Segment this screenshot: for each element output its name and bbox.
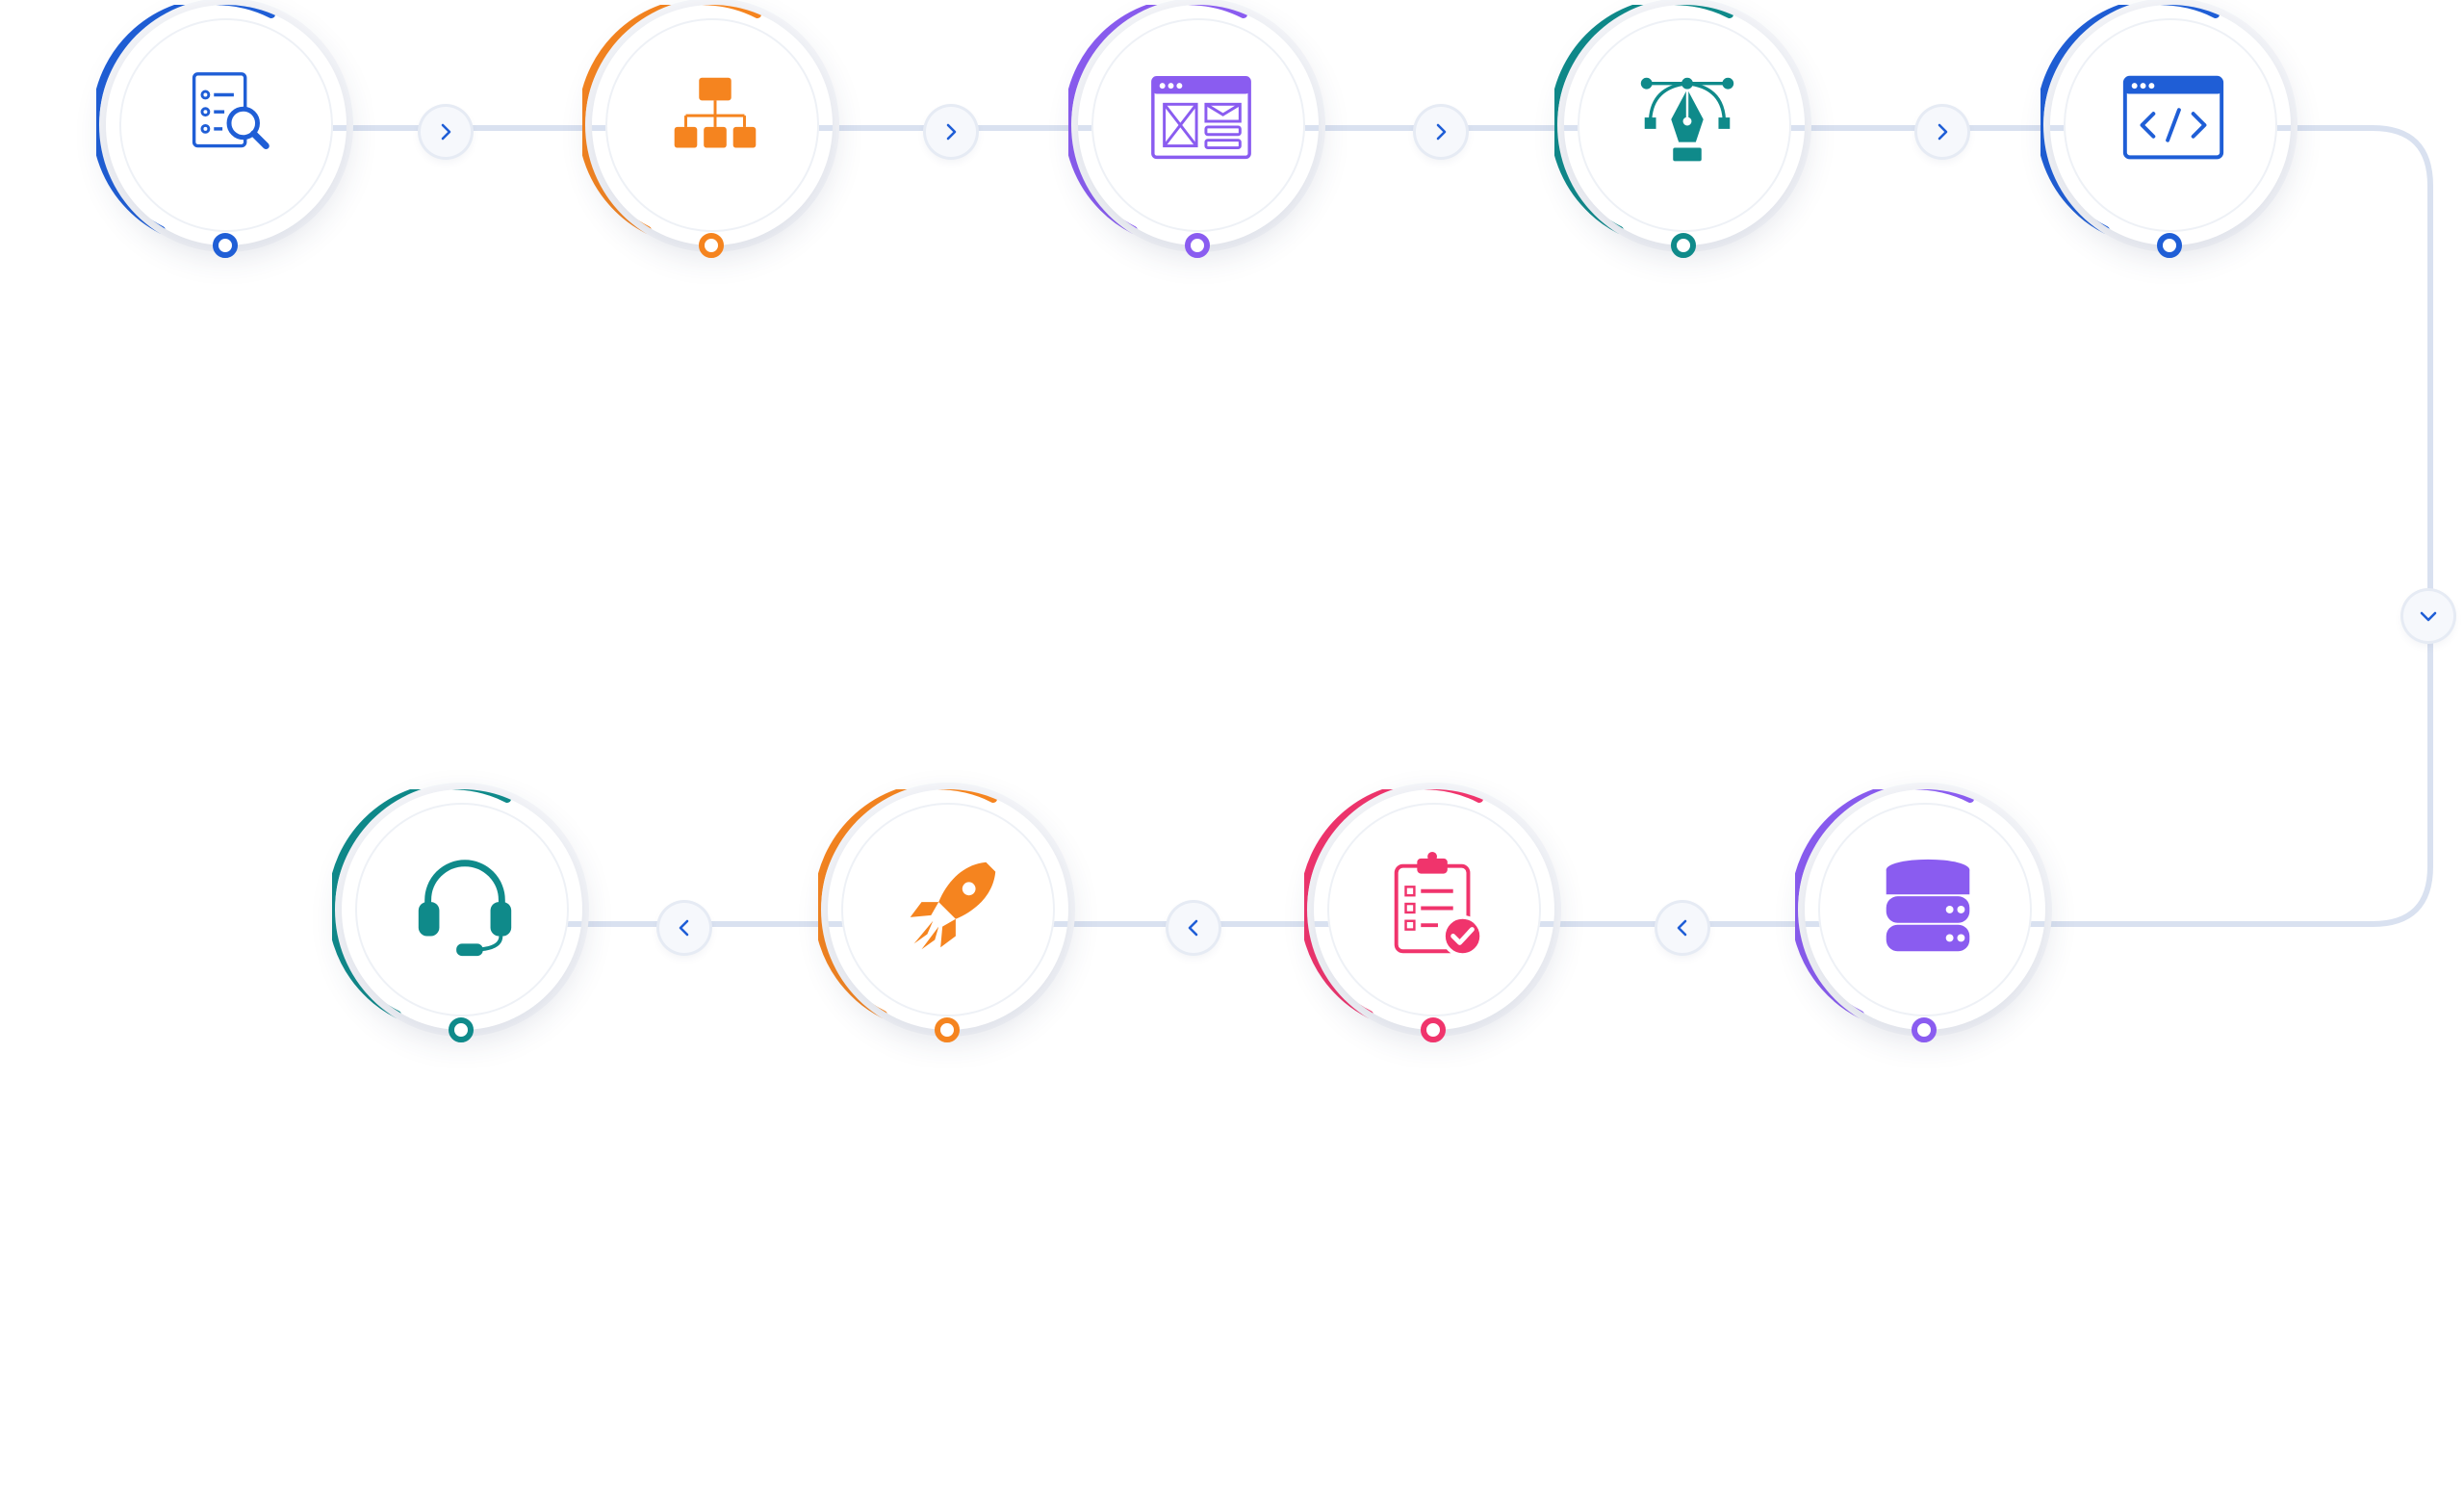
process-step-3: [1068, 5, 1309, 258]
right-return-connector: [2033, 125, 2433, 927]
step-marker-dot: [213, 233, 238, 258]
chevron-right-icon: [926, 107, 976, 157]
step-marker-dot: [1671, 233, 1696, 258]
process-step-6: [1795, 789, 2036, 1042]
step-marker-dot: [935, 1017, 960, 1042]
process-step-5: [2040, 5, 2281, 258]
process-step-2: [582, 5, 823, 258]
document-search-icon: [192, 72, 270, 150]
chevron-left-icon: [659, 903, 709, 953]
step-disc: [342, 789, 582, 1030]
step-disc: [2050, 5, 2291, 245]
process-step-9: [332, 789, 573, 1042]
chevron-down-icon: [2403, 591, 2453, 641]
chevron-right-icon: [1917, 107, 1967, 157]
step-marker-dot: [1912, 1017, 1937, 1042]
process-step-8: [818, 789, 1059, 1042]
step-marker-dot: [1185, 233, 1210, 258]
chevron-right-icon: [1416, 107, 1466, 157]
chevron-right-icon: [421, 107, 471, 157]
rocket-icon: [910, 861, 996, 950]
pen-tool-icon: [1640, 77, 1734, 162]
step-disc: [592, 5, 833, 245]
sitemap-icon: [674, 77, 757, 148]
step-marker-dot: [449, 1017, 474, 1042]
chevron-left-icon: [1657, 903, 1707, 953]
wireframe-icon: [1151, 76, 1251, 160]
chevron-left-icon: [1168, 903, 1219, 953]
process-step-7: [1304, 789, 1545, 1042]
step-disc: [106, 5, 346, 245]
checklist-icon: [1394, 851, 1484, 958]
code-window-icon: [2122, 75, 2224, 160]
step-marker-dot: [1421, 1017, 1446, 1042]
database-icon: [1886, 859, 1970, 952]
process-step-1: [96, 5, 337, 258]
step-disc: [1078, 5, 1319, 245]
headset-icon: [418, 860, 512, 957]
process-step-4: [1554, 5, 1795, 258]
step-marker-dot: [699, 233, 724, 258]
step-marker-dot: [2157, 233, 2182, 258]
